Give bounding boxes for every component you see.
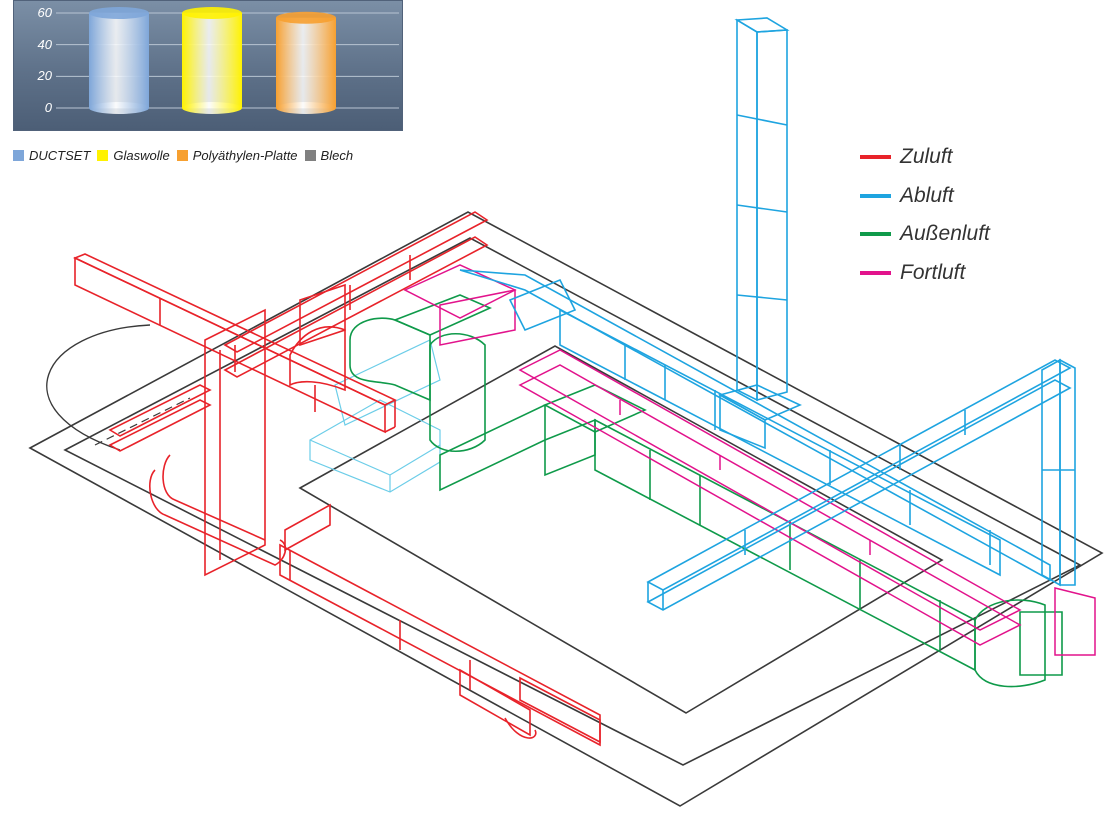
airflow-legend-aussenluft: Außenluft <box>860 215 990 254</box>
bar-cap <box>89 7 149 19</box>
legend-label: Glaswolle <box>113 147 170 163</box>
airflow-label: Außenluft <box>900 222 990 246</box>
y-tick-label: 40 <box>37 36 52 52</box>
exhaust-out-duct <box>403 264 1096 656</box>
outdoor-air-duct <box>349 294 1063 688</box>
bar-cap <box>182 7 242 19</box>
legend-swatch <box>304 149 316 161</box>
legend-item-polyathylen: Polyäthylen-Platte <box>176 147 298 163</box>
y-tick-label: 0 <box>44 100 52 115</box>
supply-duct <box>73 211 601 747</box>
y-tick-label: 60 <box>37 5 52 20</box>
airflow-legend-abluft: Abluft <box>860 177 990 216</box>
legend-swatch <box>97 149 109 161</box>
air-handling-unit <box>309 339 441 493</box>
legend-label: Blech <box>320 147 354 163</box>
chart-legend: DUCTSET Glaswolle Polyäthylen-Platte Ble… <box>13 146 360 164</box>
legend-line <box>860 155 891 160</box>
legend-label: DUCTSET <box>29 147 91 163</box>
bar-poly-thylen-platte <box>276 17 336 108</box>
legend-line <box>860 193 891 198</box>
bar-base <box>276 102 336 114</box>
airflow-label: Zuluft <box>900 145 953 169</box>
legend-item-glaswolle: Glaswolle <box>97 147 170 163</box>
legend-line <box>860 270 891 275</box>
airflow-legend: Zuluft Abluft Außenluft Fortluft <box>860 138 990 292</box>
bar-cap <box>276 11 336 24</box>
legend-swatch <box>13 149 24 161</box>
legend-item-blech: Blech <box>304 147 354 163</box>
legend-line <box>860 232 891 237</box>
chart-plot-area <box>56 7 399 114</box>
y-tick-label: 20 <box>37 68 52 84</box>
exhaust-duct <box>459 17 1076 611</box>
legend-swatch <box>176 149 188 161</box>
legend-label: Polyäthylen-Platte <box>192 147 298 163</box>
bar-ductset <box>89 13 149 108</box>
airflow-label: Abluft <box>900 183 954 207</box>
bar-base <box>89 102 149 114</box>
comparison-chart: 60 40 20 0 <box>13 0 403 131</box>
bar-glaswolle <box>182 13 242 108</box>
floor-outline <box>28 211 1104 807</box>
bar-base <box>182 102 242 114</box>
airflow-label: Fortluft <box>900 260 966 284</box>
airflow-legend-fortluft: Fortluft <box>860 254 990 293</box>
legend-item-ductset: DUCTSET <box>13 148 90 163</box>
airflow-legend-zuluft: Zuluft <box>860 138 990 177</box>
